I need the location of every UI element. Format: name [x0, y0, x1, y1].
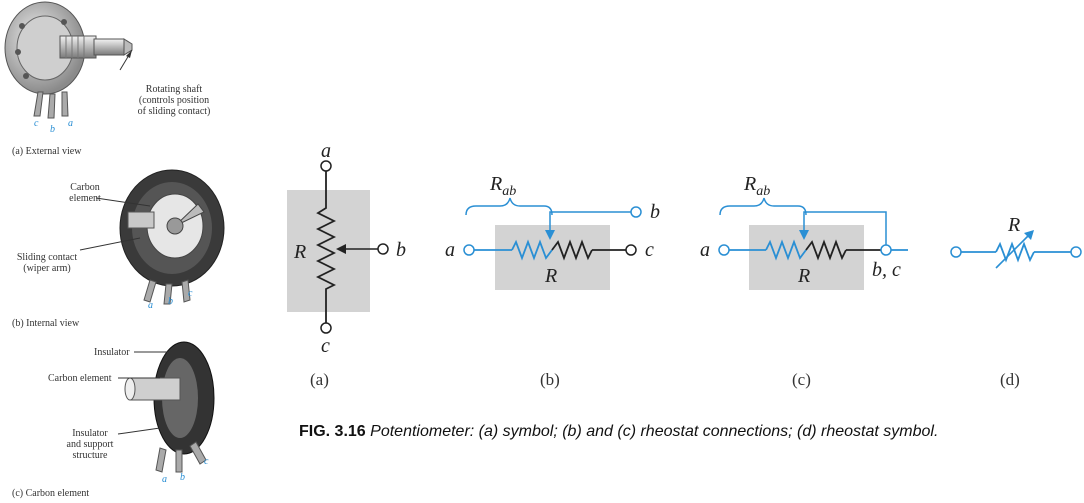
- shaded-box: [495, 225, 610, 290]
- callout-line: of sliding contact): [137, 106, 211, 117]
- sliding-contact-callout: Sliding contact (wiper arm): [4, 252, 90, 274]
- pin-label-a: a: [162, 474, 167, 485]
- resistor-segment-bc: [805, 239, 847, 261]
- callout-line: (controls position: [138, 95, 210, 106]
- terminal-c: [625, 244, 637, 256]
- resistor-segment-bc: [551, 239, 593, 261]
- resistor-segment-ab: [511, 239, 553, 261]
- pin-label-c: c: [188, 288, 193, 299]
- callout-line: element: [69, 193, 101, 204]
- label-a: a: [321, 140, 331, 162]
- callout-line: and support: [66, 439, 114, 450]
- pin-label-c: c: [34, 118, 39, 129]
- carbon-element-callout: Carbon element: [40, 182, 130, 204]
- diagram-b-rheostat: Rab a c b R: [445, 173, 660, 290]
- wiper-line: [803, 211, 887, 245]
- variable-arrowhead: [1024, 230, 1034, 240]
- caption-a: (a): [310, 370, 329, 389]
- diagram-a-symbol: a c b R: [287, 140, 406, 357]
- callout-line: structure: [72, 450, 108, 461]
- internal-view-illustration: [79, 169, 225, 305]
- caption-c: (c): [792, 370, 811, 389]
- caption-d: (d): [1000, 370, 1020, 389]
- pin-label-a: a: [148, 300, 153, 311]
- resistor-segment-ab: [765, 239, 807, 261]
- carbon-element-caption: (c) Carbon element: [12, 488, 90, 499]
- external-view-illustration: [4, 1, 133, 119]
- label-r: R: [1007, 214, 1020, 236]
- shaded-box: [749, 225, 864, 290]
- label-r: R: [544, 265, 557, 287]
- variable-arrow: [995, 233, 1031, 269]
- terminal-b: [377, 243, 389, 255]
- label-c: c: [321, 335, 330, 357]
- wiper-arrow: [545, 230, 555, 240]
- pin-label-a: a: [68, 118, 73, 129]
- terminal-left: [950, 246, 962, 258]
- label-b: b: [650, 201, 660, 223]
- terminal-c: [320, 322, 332, 334]
- rotating-shaft-callout: Rotating shaft (controls position of sli…: [118, 84, 230, 117]
- label-c: c: [645, 239, 654, 261]
- label-r: R: [797, 265, 810, 287]
- callout-line: Insulator: [72, 428, 108, 439]
- wiper-arrow: [336, 244, 346, 254]
- support-structure-callout: Insulator and support structure: [58, 428, 122, 461]
- wiper-arrow: [799, 230, 809, 240]
- external-view-caption: (a) External view: [12, 146, 82, 157]
- pin-label-b: b: [50, 124, 55, 135]
- resistor-zigzag: [995, 241, 1035, 263]
- internal-view-caption: (b) Internal view: [12, 318, 80, 329]
- callout-line: Rotating shaft: [145, 84, 203, 95]
- resistor-zigzag: [315, 171, 337, 323]
- pin-label-b: b: [168, 296, 173, 307]
- rab-brace: [465, 197, 553, 216]
- terminal-b: [630, 206, 642, 218]
- terminal-bc: [880, 244, 892, 256]
- callout-line: (wiper arm): [23, 263, 71, 274]
- wiper-line: [549, 211, 631, 232]
- pin-label-b: b: [180, 472, 185, 483]
- terminal-a: [463, 244, 475, 256]
- insulator-callout: Insulator: [94, 347, 130, 358]
- callout-line: Sliding contact: [16, 252, 78, 263]
- label-b: b: [396, 239, 406, 261]
- figure-label: FIG. 3.16: [299, 423, 366, 440]
- label-a: a: [445, 239, 455, 261]
- terminal-a: [718, 244, 730, 256]
- terminal-right: [1070, 246, 1082, 258]
- label-r: R: [293, 241, 306, 263]
- rab-label: Rab: [743, 173, 770, 199]
- carbon-element-illustration: [117, 341, 215, 473]
- rab-brace: [719, 197, 807, 216]
- carbon-element-callout: Carbon element: [48, 373, 112, 384]
- figure-caption-text: Potentiometer: (a) symbol; (b) and (c) r…: [370, 423, 939, 440]
- figure-caption: FIG. 3.16 Potentiometer: (a) symbol; (b)…: [299, 421, 1049, 442]
- callout-line: Carbon: [70, 182, 100, 193]
- potentiometer-schematics: a c b R Rab a c b R Rab a: [287, 140, 1082, 389]
- terminal-a: [320, 160, 332, 172]
- label-bc: b, c: [872, 259, 901, 281]
- caption-b: (b): [540, 370, 560, 389]
- rab-label: Rab: [489, 173, 516, 199]
- pin-label-c: c: [204, 456, 209, 467]
- diagram-c-rheostat: Rab a b, c R: [700, 173, 908, 290]
- diagram-d-rheostat-symbol: R: [950, 214, 1082, 269]
- label-a: a: [700, 239, 710, 261]
